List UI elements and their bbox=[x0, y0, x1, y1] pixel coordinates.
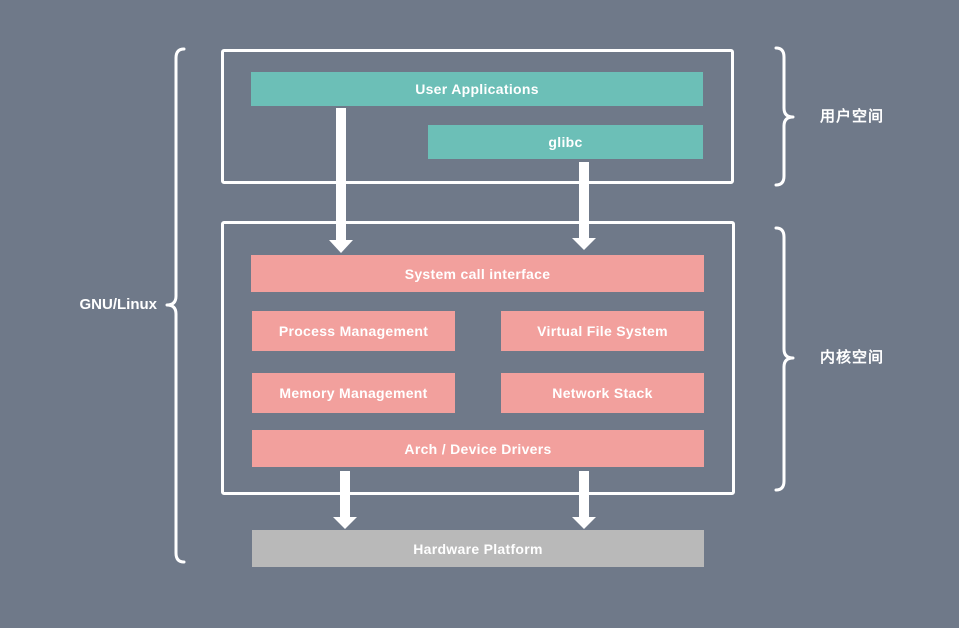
arrow-shaft bbox=[340, 471, 350, 518]
arrow-shaft bbox=[336, 108, 346, 241]
gnu-linux-brace bbox=[165, 47, 186, 564]
kernel-space-container bbox=[221, 221, 735, 495]
system-call-interface-block: System call interface bbox=[251, 255, 704, 292]
user-space-label: 用户空间 bbox=[820, 108, 885, 125]
arrow-head bbox=[333, 517, 357, 529]
gnu-linux-label: GNU/Linux bbox=[79, 296, 158, 313]
arch-device-drivers-block: Arch / Device Drivers bbox=[252, 430, 704, 467]
arrow-kernel-to-hardware-right bbox=[572, 471, 596, 529]
virtual-file-system-block: Virtual File System bbox=[501, 311, 704, 351]
kernel-space-label: 内核空间 bbox=[820, 349, 885, 366]
arrow-glibc-to-syscall bbox=[572, 162, 596, 250]
arrow-head bbox=[572, 238, 596, 250]
arrow-kernel-to-hardware-left bbox=[333, 471, 357, 529]
arrow-user-apps-to-syscall bbox=[329, 108, 353, 253]
glibc-block: glibc bbox=[428, 125, 703, 159]
arrow-shaft bbox=[579, 162, 589, 239]
process-management-block: Process Management bbox=[252, 311, 455, 351]
memory-management-block: Memory Management bbox=[252, 373, 455, 413]
arrow-head bbox=[572, 517, 596, 529]
arrow-shaft bbox=[579, 471, 589, 518]
network-stack-block: Network Stack bbox=[501, 373, 704, 413]
user-applications-block: User Applications bbox=[251, 72, 703, 106]
hardware-platform-block: Hardware Platform bbox=[252, 530, 704, 567]
user-space-brace bbox=[774, 46, 795, 187]
arrow-head bbox=[329, 240, 353, 253]
kernel-space-brace bbox=[774, 226, 795, 492]
user-space-container bbox=[221, 49, 734, 184]
